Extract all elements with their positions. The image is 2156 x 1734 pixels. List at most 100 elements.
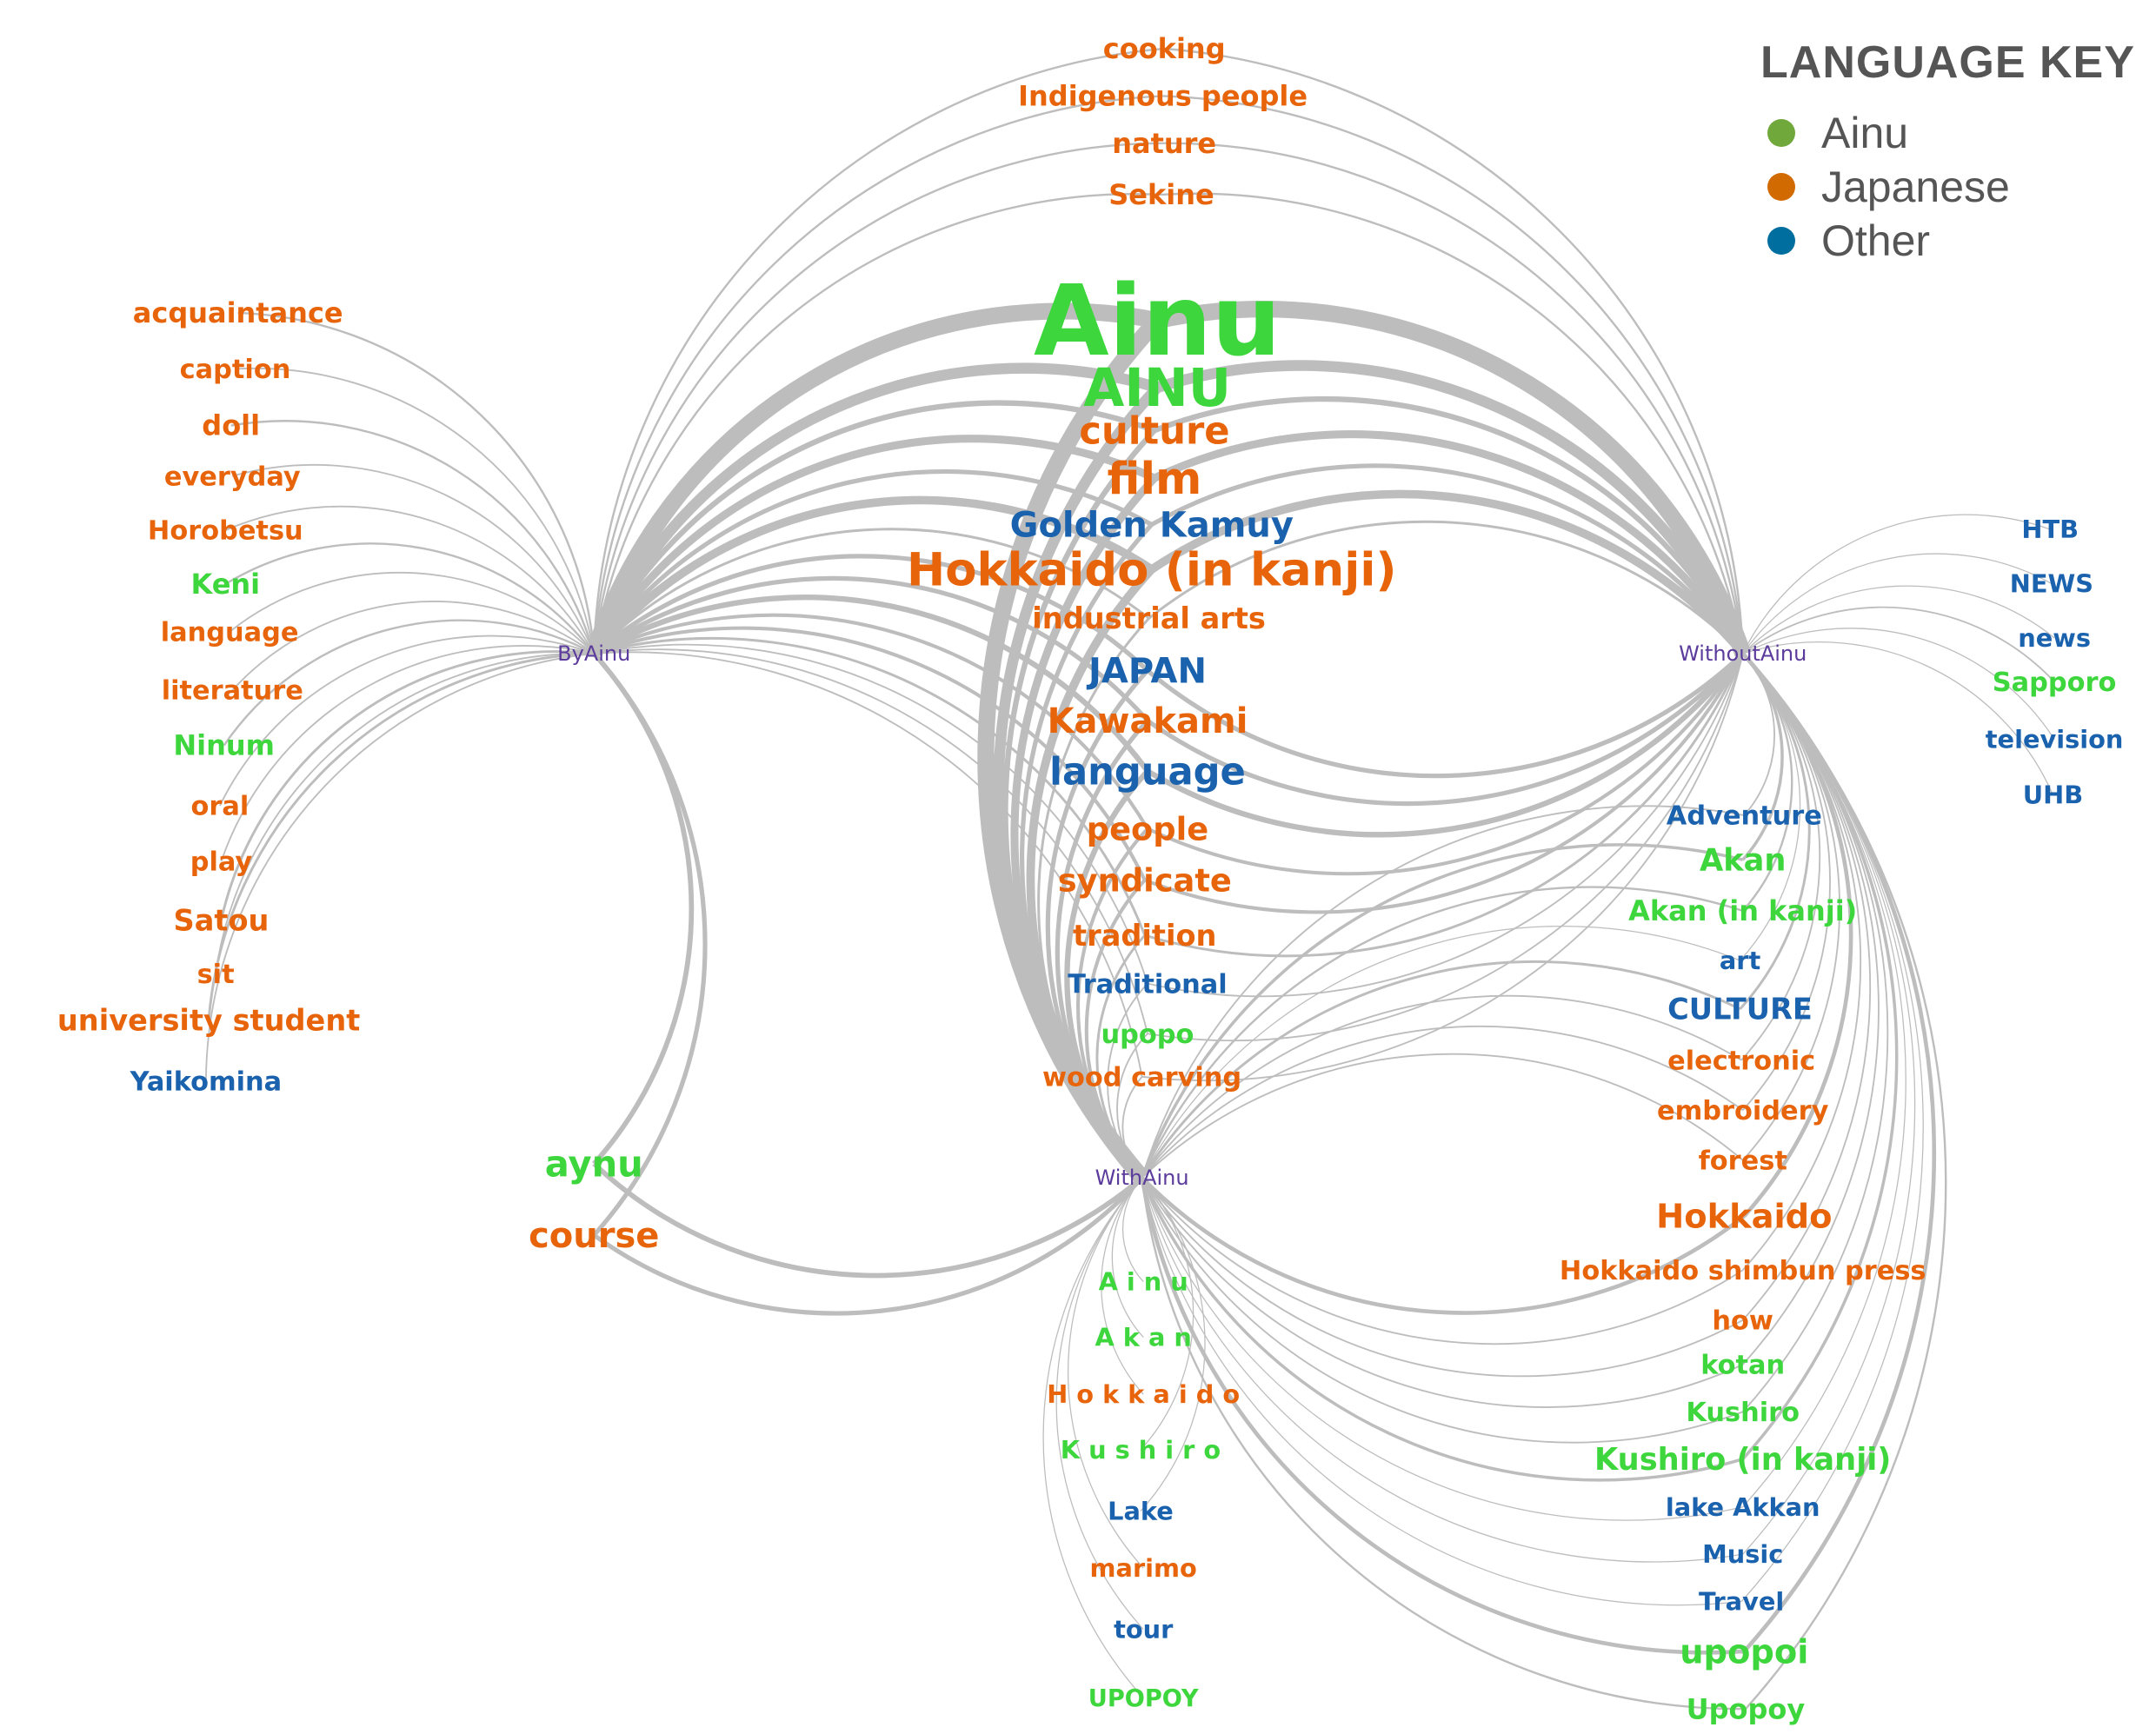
edge-withoutainu xyxy=(1146,652,1745,779)
hub-node: ByAinu xyxy=(557,641,630,666)
edge-byainu xyxy=(591,400,1156,655)
edge-withoutainu xyxy=(1141,653,1744,1081)
edge-withainu xyxy=(1101,1177,1144,1395)
edge-withainu xyxy=(1141,805,1745,1179)
edge-byainu xyxy=(237,311,596,654)
word-node: Kushiro xyxy=(1686,1398,1800,1428)
edge-byainu xyxy=(231,601,595,691)
edge-withoutainu xyxy=(1741,653,1947,1710)
legend-item-japanese: Japanese xyxy=(1760,160,2135,214)
edge-withainu xyxy=(1140,1177,1194,1451)
word-node: JAPAN xyxy=(1086,652,1207,692)
edge-withoutainu xyxy=(1740,652,1853,1218)
hub-node: WithoutAinu xyxy=(1679,641,1807,666)
word-node: Golden Kamuy xyxy=(1010,506,1294,546)
word-node: Sapporo xyxy=(1993,668,2117,698)
word-node: marimo xyxy=(1090,1553,1197,1583)
word-node: AINU xyxy=(1083,358,1231,419)
word-node: acquaintance xyxy=(133,296,343,329)
word-node: Ninum xyxy=(173,729,275,762)
word-node: language xyxy=(161,618,299,648)
edge-byainu xyxy=(593,528,1150,654)
edge-withainu xyxy=(1141,1177,1743,1563)
edge-withainu xyxy=(592,1176,1144,1316)
edge-withainu xyxy=(1141,1025,1744,1179)
edge-withoutainu xyxy=(1742,514,2051,654)
word-node: Upopoy xyxy=(1687,1692,1806,1725)
word-node: university student xyxy=(57,1003,360,1037)
edges xyxy=(204,47,2055,1711)
edge-byainu xyxy=(592,595,1150,774)
legend-label: Other xyxy=(1821,216,1931,265)
word-node: Hokkaido shimbun press xyxy=(1560,1256,1926,1286)
edge-byainu xyxy=(593,626,1147,881)
edge-withoutainu xyxy=(1742,653,1872,1321)
legend-item-ainu: Ainu xyxy=(1760,106,2135,160)
edge-byainu xyxy=(224,505,596,654)
word-node: art xyxy=(1720,946,1761,975)
edge-byainu xyxy=(204,653,595,1081)
word-node: tradition xyxy=(1073,919,1216,953)
edge-byainu xyxy=(592,554,1149,673)
word-node: Keni xyxy=(190,568,260,601)
edge-byainu xyxy=(594,651,1143,1078)
word-node: HTB xyxy=(2021,515,2079,544)
edge-byainu xyxy=(219,634,595,807)
edge-byainu xyxy=(223,619,595,747)
edge-byainu xyxy=(229,571,595,654)
edge-byainu xyxy=(592,468,1154,655)
edge-withoutainu xyxy=(1742,653,1862,1271)
word-node: NEWS xyxy=(2010,569,2093,599)
edge-withoutainu xyxy=(1155,360,1748,656)
edge-withainu xyxy=(1141,1177,1742,1606)
edge-withoutainu xyxy=(1742,628,2055,740)
word-node: kotan xyxy=(1700,1351,1785,1381)
word-node: tour xyxy=(1114,1615,1174,1644)
edge-withoutainu xyxy=(1147,653,1744,1042)
edge-byainu xyxy=(593,142,1165,654)
language-legend: LANGUAGE KEY Ainu Japanese Other xyxy=(1760,37,2135,268)
word-node: Kawakami xyxy=(1048,701,1248,741)
edge-byainu xyxy=(230,420,596,654)
word-node: A i n u xyxy=(1099,1267,1188,1297)
edge-withoutainu xyxy=(1155,301,1751,656)
edge-withoutainu xyxy=(1153,395,1746,655)
word-node: Horobetsu xyxy=(148,516,303,547)
edge-withainu xyxy=(1140,1177,1206,1511)
edge-withoutainu xyxy=(1741,652,1899,1460)
edge-byainu xyxy=(593,47,1165,654)
edge-withoutainu xyxy=(1161,192,1744,654)
edge-withainu xyxy=(1141,960,1741,1179)
edge-withainu xyxy=(1055,1177,1144,1630)
edge-withainu xyxy=(1140,1177,1745,1655)
word-node: culture xyxy=(1079,409,1229,453)
word-node: literature xyxy=(162,676,303,707)
word-node: Hokkaido xyxy=(1656,1198,1832,1237)
edge-byainu xyxy=(593,95,1163,654)
word-node: lake Akkan xyxy=(1666,1492,1820,1522)
edge-withoutainu xyxy=(1742,606,2055,683)
word-node: language xyxy=(1049,750,1246,794)
word-node: caption xyxy=(180,355,291,385)
word-node: Kushiro (in kanji) xyxy=(1594,1442,1891,1478)
word-node: sit xyxy=(197,960,235,990)
word-node: wood carving xyxy=(1042,1062,1241,1093)
edge-withainu xyxy=(1141,925,1740,1179)
edge-withainu xyxy=(1140,1176,1746,1315)
edge-byainu xyxy=(593,193,1162,654)
word-node: forest xyxy=(1699,1146,1787,1176)
word-node: H o k k a i d o xyxy=(1047,1379,1240,1409)
edge-withoutainu xyxy=(1146,652,1746,838)
word-node: Sekine xyxy=(1108,178,1214,211)
hub-node: WithAinu xyxy=(1095,1166,1189,1190)
edge-withainu xyxy=(1141,994,1742,1179)
word-node: oral xyxy=(191,792,250,822)
edge-withoutainu xyxy=(1742,653,1775,816)
japanese-color-dot-icon xyxy=(1767,173,1795,201)
word-node: electronic xyxy=(1667,1046,1815,1076)
edge-byainu xyxy=(593,613,1149,830)
edge-withainu xyxy=(1121,1076,1143,1179)
word-node: course xyxy=(529,1216,659,1256)
